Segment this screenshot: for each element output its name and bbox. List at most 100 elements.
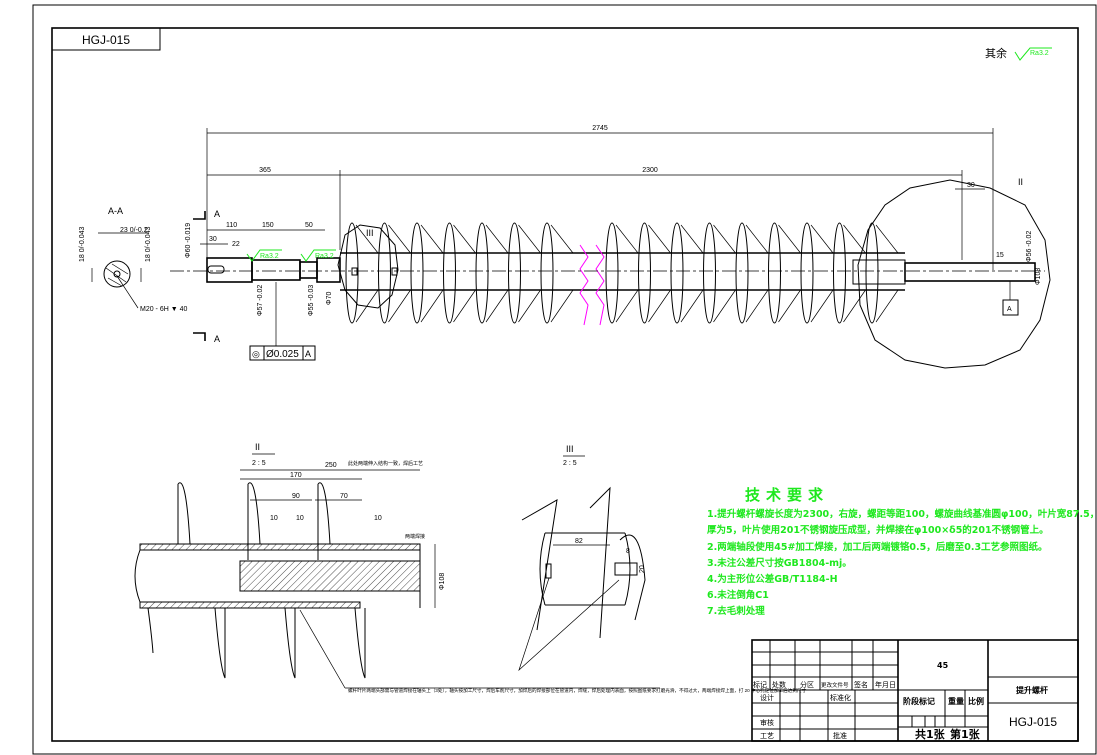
helix-edge bbox=[420, 224, 444, 323]
detail-ii-label: II bbox=[255, 442, 260, 452]
tech-req-title: 技术要求 bbox=[745, 486, 829, 504]
tb-approve: 批准 bbox=[833, 731, 847, 740]
helix-edge bbox=[875, 224, 899, 323]
helix-edge bbox=[615, 224, 639, 323]
helix-flight bbox=[378, 222, 391, 324]
helix-edge bbox=[810, 224, 834, 323]
section-mark-top: A bbox=[214, 209, 220, 219]
helix-flight bbox=[540, 222, 554, 324]
roughness-symbol-icon bbox=[300, 249, 336, 262]
detail-label-ii: II bbox=[1018, 177, 1023, 187]
helix-edge bbox=[518, 224, 541, 323]
tb-sheet-no: 第1张 bbox=[950, 727, 981, 741]
break-line bbox=[579, 244, 589, 326]
tb-design: 设计 bbox=[760, 693, 774, 702]
dim-10: 10 bbox=[270, 515, 278, 522]
keyway bbox=[207, 265, 225, 274]
geometric-tolerance-frame: ◎ Ø0.025 A bbox=[249, 345, 316, 361]
concentricity-icon: ◎ bbox=[252, 349, 260, 359]
dim-15: 15 bbox=[996, 252, 1004, 259]
helix-edge bbox=[453, 224, 476, 323]
shaft-section bbox=[239, 560, 421, 592]
tb-process: 工艺 bbox=[760, 732, 774, 740]
section-title: A-A bbox=[108, 206, 123, 216]
detail-circle-ii bbox=[857, 179, 1051, 369]
helix-flight bbox=[833, 222, 846, 324]
detail-label-iii: III bbox=[366, 228, 374, 238]
helix-flight bbox=[800, 222, 814, 324]
dim-150: 150 bbox=[262, 222, 274, 229]
helix-flight bbox=[768, 222, 781, 324]
section-height-dim: 18 0/-0.043 bbox=[145, 226, 152, 262]
dim-dia108: Φ108 bbox=[439, 573, 446, 590]
thread-callout: M20 - 6H ▼ 40 bbox=[140, 306, 187, 313]
tech-req-item: 1.提升螺杆螺旋长度为2300，右旋，螺距等距100，螺旋曲线基准圆φ100，叶… bbox=[707, 508, 1097, 520]
tb-header: 更改文件号 bbox=[821, 681, 849, 689]
outer-border bbox=[32, 4, 1097, 755]
helix-flight bbox=[735, 222, 749, 324]
roughness-value: Ra3.2 bbox=[315, 253, 334, 260]
note-bottom: 螺杆叶片两端头部需与管道焊接在轴头上（3处），轴头按加工尺寸，焊后车削尺寸，加焊… bbox=[348, 687, 807, 694]
dim-50: 50 bbox=[305, 222, 313, 229]
detail-ii-scale: 2 : 5 bbox=[252, 460, 266, 467]
dim-170: 170 bbox=[290, 472, 302, 479]
helix-flight bbox=[443, 222, 456, 324]
dim-dia70: Φ70 bbox=[326, 292, 333, 305]
weld-note: 两端焊接 bbox=[405, 533, 425, 540]
technical-requirements: 技术要求 1.提升螺杆螺旋长度为2300，右旋，螺距等距100，螺旋曲线基准圆φ… bbox=[707, 486, 1097, 617]
dim-helix-length: 2300 bbox=[642, 167, 658, 174]
tb-material: 45 bbox=[937, 661, 949, 670]
section-a-a: A-A 23 0/-0.2 18 0/-0.043 18 0/-0.043 M2… bbox=[79, 206, 187, 313]
dim-70: 70 bbox=[340, 493, 348, 500]
dim-dia60: Φ60 -0.019 bbox=[185, 223, 192, 258]
helix-flight bbox=[670, 222, 684, 324]
tb-header: 处数 bbox=[772, 680, 786, 689]
tb-header: 分区 bbox=[800, 680, 814, 689]
tb-review: 审核 bbox=[760, 718, 774, 727]
dim-250: 250 bbox=[325, 462, 337, 469]
dim-30: 30 bbox=[209, 236, 217, 243]
tb-weight: 重量 bbox=[948, 696, 964, 706]
general-roughness-value: Ra3.2 bbox=[1030, 50, 1049, 57]
other-surfaces-label: 其余 bbox=[985, 46, 1007, 60]
helix-edge bbox=[550, 224, 574, 323]
roughness-symbol-icon bbox=[246, 249, 282, 262]
dim-10: 10 bbox=[296, 515, 304, 522]
helix-flight bbox=[410, 222, 424, 324]
detail-iii-scale: 2 : 5 bbox=[563, 460, 577, 467]
dim-dia55: Φ55 -0.03 bbox=[308, 285, 315, 316]
helix-flight bbox=[605, 222, 619, 324]
helix-edge bbox=[485, 224, 509, 323]
title-block: 标记 处数 分区 更改文件号 签名 年月日 设计 标准化 审核 工艺 批准 45… bbox=[751, 639, 1079, 742]
tech-req-item: 4.为主形位公差GB/T1184-H bbox=[707, 573, 838, 585]
inner-frame bbox=[51, 27, 1079, 742]
helix-edge bbox=[680, 224, 704, 323]
dim-dia57: Φ57 -0.02 bbox=[257, 285, 264, 316]
dim-8: 8 bbox=[626, 548, 630, 555]
detail-ii-view: II 2 : 5 250 170 90 70 10 10 10 Φ108 此处两… bbox=[134, 442, 807, 694]
tech-req-item: 厚为5，叶片使用201不锈钢旋压成型，并焊接在φ100×δ5的201不锈钢管上。 bbox=[707, 524, 1049, 536]
dim-shaft-length: 365 bbox=[259, 167, 271, 174]
dim-90: 90 bbox=[292, 493, 300, 500]
dim-22: 22 bbox=[232, 241, 240, 248]
helix-flight bbox=[345, 222, 359, 324]
tb-header: 签名 bbox=[854, 680, 868, 689]
tech-req-item: 2.两端轴段使用45#加工焊接，加工后两端镀铬0.5，后磨至0.3工艺参照图纸。 bbox=[707, 541, 1048, 553]
helix-flight bbox=[865, 222, 879, 324]
roughness-value: Ra3.2 bbox=[260, 253, 279, 260]
helix-edge bbox=[745, 224, 769, 323]
helix-flight bbox=[703, 222, 716, 324]
tb-drawing-number: HGJ-015 bbox=[1009, 715, 1057, 729]
tb-part-name: 提升螺杆 bbox=[1016, 685, 1048, 695]
helix-edge bbox=[843, 224, 866, 323]
dim-dia108: Φ108 bbox=[1035, 268, 1042, 285]
dim-overall-length: 2745 bbox=[592, 125, 608, 132]
tech-req-item: 6.未注倒角C1 bbox=[707, 589, 769, 601]
note-top: 此处两端伸入结构一致，焊后工艺 bbox=[348, 460, 423, 467]
helix-flight bbox=[638, 222, 651, 324]
dim-dia56: Φ56 -0.02 bbox=[1026, 231, 1033, 262]
main-view: 2745 365 2300 110 150 50 30 22 Φ60 -0.01… bbox=[170, 125, 1051, 369]
tb-standardize: 标准化 bbox=[830, 693, 851, 702]
detail-iii-view: III 2 : 5 82 8 20 bbox=[518, 444, 646, 672]
